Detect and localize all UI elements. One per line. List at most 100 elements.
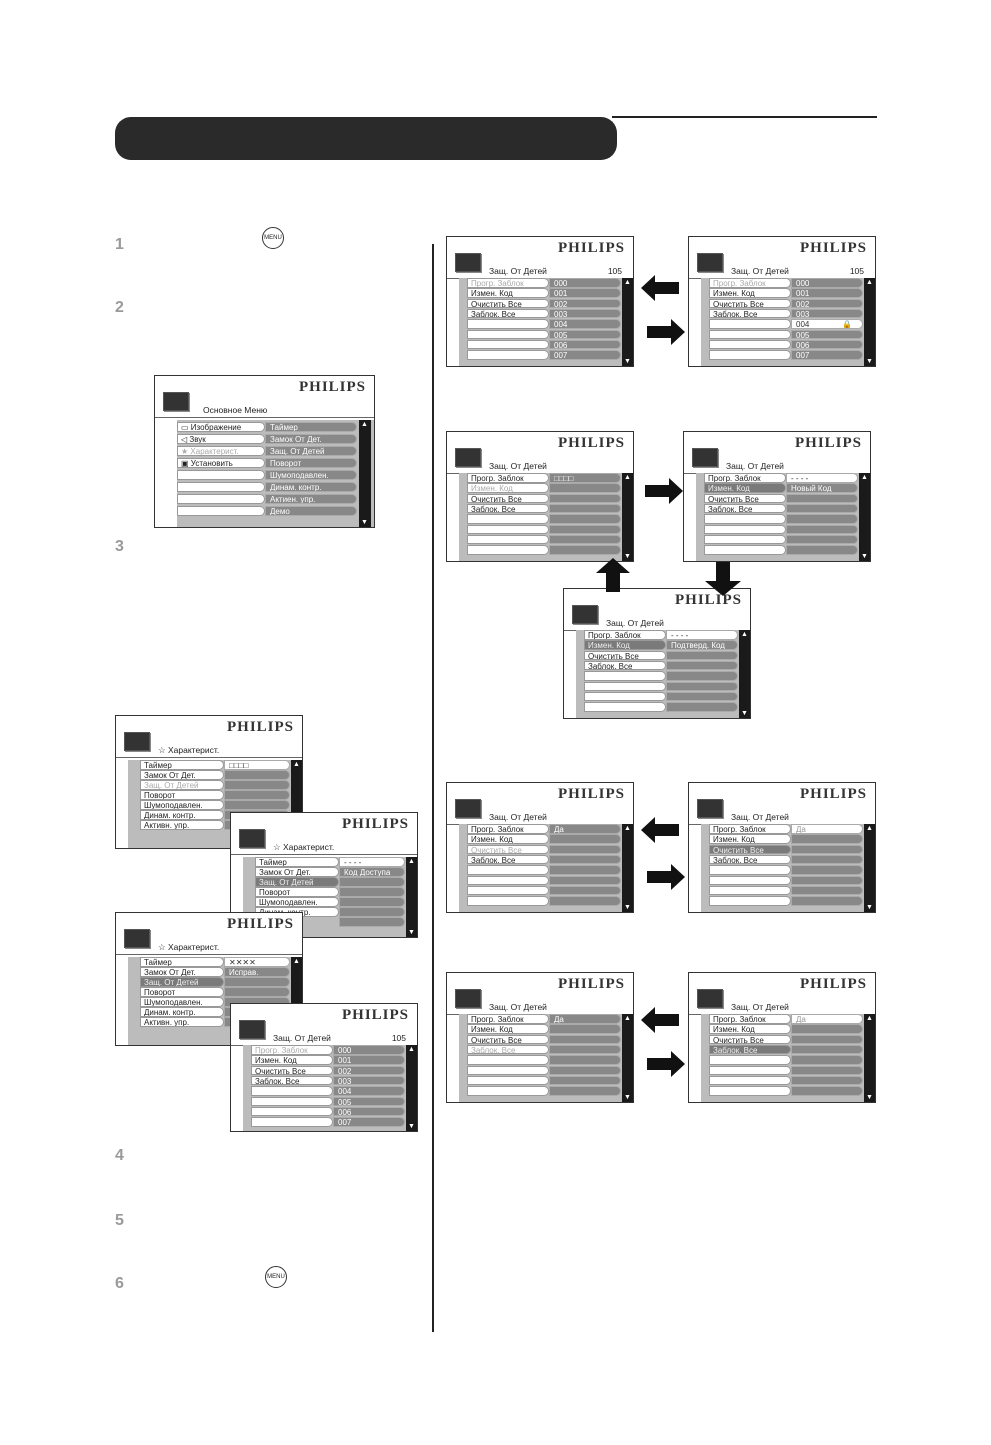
child-lock-item[interactable]: Заблок. Все (709, 308, 791, 319)
submenu-item[interactable]: Демо (265, 506, 357, 516)
submenu-item[interactable]: Актиен. упр. (265, 494, 357, 504)
child-lock-item[interactable]: Заблок. Все (251, 1075, 333, 1086)
child-lock-item[interactable]: Очистить Все (467, 298, 549, 309)
submenu-item[interactable]: Защ. От Детей (265, 446, 357, 456)
feature-item[interactable]: Защ. От Детей (255, 877, 339, 887)
child-lock-item[interactable]: Измен. Код (467, 1024, 549, 1034)
feature-item[interactable]: Активн. упр. (140, 820, 224, 830)
feature-item[interactable]: Поворот (255, 887, 339, 897)
child-lock-item[interactable]: Заблок. Все (467, 854, 549, 865)
scrollbar[interactable] (864, 1014, 875, 1102)
child-lock-item[interactable]: Заблок. Все (467, 308, 549, 319)
child-lock-item[interactable]: Прогр. Заблок (467, 824, 549, 834)
child-lock-item[interactable]: Прогр. Заблок (709, 1014, 791, 1024)
child-lock-item[interactable]: Заблок. Все (467, 503, 549, 514)
submenu-item[interactable]: Шумоподавлен. (265, 470, 357, 480)
feature-item[interactable]: Динам. контр. (140, 1007, 224, 1017)
submenu-item[interactable]: Замок От Дет. (265, 434, 357, 444)
submenu-item[interactable]: Динам. контр. (265, 482, 357, 492)
feature-item[interactable]: Таймер (140, 760, 224, 770)
child-lock-item[interactable]: Заблок. Все (709, 854, 791, 865)
child-lock-item[interactable]: Очистить Все (251, 1065, 333, 1076)
menu-item-picture[interactable]: ▭ Изображение (177, 422, 265, 432)
child-lock-item[interactable]: Измен. Код (709, 834, 791, 844)
feature-item[interactable]: Активн. упр. (140, 1017, 224, 1027)
feature-item[interactable]: Замок От Дет. (140, 967, 224, 977)
scrollbar[interactable] (864, 278, 875, 366)
child-lock-item[interactable]: Заблок. Все (467, 1044, 549, 1055)
feature-item[interactable]: Шумоподавлен. (255, 897, 339, 907)
child-lock-item[interactable]: Измен. Код (584, 640, 666, 650)
menu-item-install[interactable]: ▣ Установить (177, 458, 265, 468)
feature-item[interactable]: Поворот (140, 987, 224, 997)
feature-item[interactable]: Шумоподавлен. (140, 997, 224, 1007)
scrollbar[interactable] (864, 824, 875, 912)
menu-item-sound[interactable]: ◁ Звук (177, 434, 265, 444)
feature-item[interactable]: Таймер (255, 857, 339, 867)
child-lock-item[interactable]: Измен. Код (709, 288, 791, 298)
scrollbar[interactable] (739, 630, 750, 718)
scrollbar[interactable] (622, 278, 633, 366)
feature-item[interactable]: Динам. контр. (140, 810, 224, 820)
child-lock-item[interactable]: Измен. Код (251, 1055, 333, 1065)
value-slot (549, 1044, 621, 1055)
child-lock-item[interactable]: Измен. Код (709, 1024, 791, 1034)
child-lock-item[interactable]: Прогр. Заблок (467, 278, 549, 288)
value-slot (224, 987, 290, 997)
child-lock-item[interactable]: Очистить Все (467, 1034, 549, 1045)
scrollbar[interactable] (622, 824, 633, 912)
child-lock-item[interactable]: Очистить Все (467, 844, 549, 855)
child-lock-item[interactable]: Прогр. Заблок (709, 824, 791, 834)
menu-item-features[interactable]: ★ Характерист. (177, 446, 265, 456)
feature-item[interactable]: Защ. От Детей (140, 780, 224, 790)
feature-item[interactable]: Замок От Дет. (255, 867, 339, 877)
tv-icon (455, 799, 481, 818)
child-lock-item[interactable]: Прогр. Заблок (584, 630, 666, 640)
feature-item[interactable]: Шумоподавлен. (140, 800, 224, 810)
child-lock-item[interactable]: Прогр. Заблок (467, 1014, 549, 1024)
child-lock-item[interactable]: Заблок. Все (709, 1044, 791, 1055)
scrollbar[interactable] (622, 473, 633, 561)
arrow-right-icon (645, 478, 683, 504)
scrollbar[interactable] (406, 1045, 417, 1131)
value-slot (666, 691, 738, 702)
child-lock-item[interactable]: Прогр. Заблок (704, 473, 786, 483)
step-4: 4 (115, 1147, 124, 1164)
main-menu-screen: PHILIPS Основное Меню ▭ Изображение ◁ Зв… (154, 375, 375, 528)
child-lock-item[interactable]: Прогр. Заблок (467, 473, 549, 483)
pin-field[interactable]: ✕✕✕✕ (224, 957, 290, 967)
feature-item[interactable]: Замок От Дет. (140, 770, 224, 780)
child-lock-item[interactable]: Измен. Код (467, 288, 549, 298)
feature-item[interactable]: Поворот (140, 790, 224, 800)
feature-item[interactable]: Таймер (140, 957, 224, 967)
scrollbar[interactable] (859, 473, 870, 561)
child-lock-item[interactable]: Очистить Все (704, 493, 786, 504)
child-lock-item[interactable]: Заблок. Все (584, 660, 666, 671)
child-lock-item[interactable]: Прогр. Заблок (251, 1045, 333, 1055)
child-lock-item[interactable]: Измен. Код (704, 483, 786, 493)
child-lock-item[interactable]: Измен. Код (467, 834, 549, 844)
screen-title: Защ. От Детей (489, 1002, 547, 1012)
submenu-item[interactable]: Поворот (265, 458, 357, 468)
child-lock-item[interactable]: Прогр. Заблок (709, 278, 791, 288)
child-lock-item (709, 1055, 791, 1065)
feature-item[interactable]: Защ. От Детей (140, 977, 224, 987)
child-lock-item[interactable]: Очистить Все (584, 650, 666, 661)
child-lock-item[interactable]: Очистить Все (467, 493, 549, 504)
child-lock-item[interactable]: Очистить Все (709, 298, 791, 309)
pin-field[interactable]: □□□□ (224, 760, 290, 770)
scrollbar[interactable] (359, 420, 371, 527)
child-lock-item[interactable]: Очистить Все (709, 1034, 791, 1045)
arrow-left-icon (641, 1007, 679, 1033)
child-lock-item[interactable]: Измен. Код (467, 483, 549, 493)
arrow-down-icon (705, 562, 741, 596)
child-lock-item[interactable]: Очистить Все (709, 844, 791, 855)
menu-item-empty (177, 494, 265, 504)
scrollbar[interactable] (406, 857, 417, 937)
submenu-item[interactable]: Таймер (265, 422, 357, 432)
child-lock-item[interactable]: Заблок. Все (704, 503, 786, 514)
scrollbar[interactable] (622, 1014, 633, 1102)
pin-field[interactable]: - - - - (339, 857, 405, 867)
